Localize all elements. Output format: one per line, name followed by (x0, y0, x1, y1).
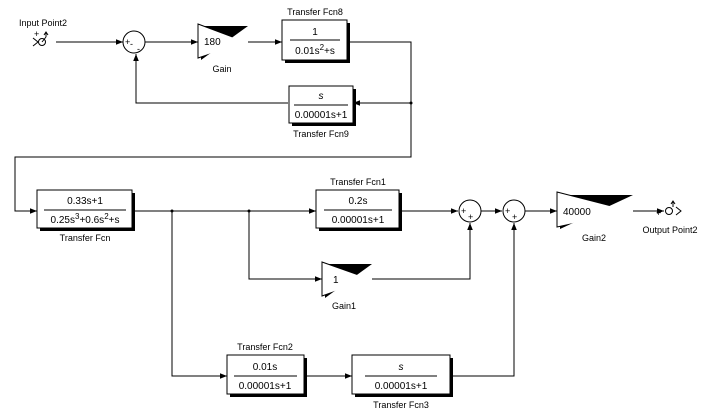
sum2-sign-bottom: + (468, 212, 473, 222)
tf2-denominator: 0.00001s+1 (239, 381, 292, 392)
outport-sign: + (656, 208, 661, 218)
tf3-numerator: s (399, 362, 404, 373)
tf3-label: Transfer Fcn3 (373, 400, 429, 410)
tf1-numerator: 0.2s (349, 196, 368, 207)
sum2-sign-in: + (461, 206, 466, 216)
tf-label: Transfer Fcn (60, 233, 111, 243)
inport-input-point2[interactable]: + Input Point2 (19, 18, 67, 47)
tf-box (36, 189, 133, 229)
gain1-block[interactable]: 1 Gain1 (321, 261, 372, 311)
tf3-denominator: 0.00001s+1 (375, 381, 428, 392)
tf9-label: Transfer Fcn9 (293, 129, 349, 139)
tf9-numerator: s (319, 91, 324, 102)
sum1-sign-fb: - (137, 44, 140, 54)
outport-label: Output Point2 (642, 225, 697, 235)
sum-circle (458, 199, 482, 223)
tf9-denominator: 0.00001s+1 (295, 110, 348, 121)
gain-shadow-mask (201, 26, 248, 60)
tf2-label: Transfer Fcn2 (237, 342, 293, 352)
inport-chevron-icon (32, 37, 39, 47)
sum3-sign-in: + (505, 206, 510, 216)
sum3-sign-bottom: + (512, 212, 517, 222)
branch-point (409, 101, 413, 105)
tf-numerator: 0.33s+1 (67, 196, 103, 207)
tf-denominator: 0.25s3+0.6s2+s (51, 212, 120, 226)
sum-block-1[interactable]: + - - (122, 30, 146, 54)
gain1-shadow-mask (325, 264, 372, 298)
tf8-denominator: 0.01s2+s (295, 43, 335, 57)
tf1-denominator: 0.00001s+1 (332, 215, 385, 226)
signal-lines (14, 39, 664, 379)
gain1-label: Gain1 (332, 301, 356, 311)
sum-block-2[interactable]: + + (458, 199, 482, 223)
gain2-shadow-mask (560, 195, 633, 229)
outport-output-point2[interactable]: + Output Point2 (642, 200, 698, 235)
inport-arrow-tail (41, 36, 47, 43)
gain2-label: Gain2 (582, 233, 606, 243)
transfer-fcn8-block[interactable]: Transfer Fcn8 1 0.01s2+s (281, 7, 350, 63)
sum-block-3[interactable]: + + (502, 199, 526, 223)
inport-arrow-icon (43, 31, 49, 37)
gain-value: 180 (204, 37, 221, 48)
tf8-numerator: 1 (312, 27, 318, 38)
line-to-gain1 (248, 211, 322, 282)
tf8-label: Transfer Fcn8 (287, 7, 343, 17)
line-tf9-to-sum1 (133, 54, 288, 104)
line-gain1-to-sum2 (370, 223, 473, 280)
inport-label: Input Point2 (19, 18, 67, 28)
sum-circle (502, 199, 526, 223)
line-tf8-to-branch (348, 41, 412, 103)
line-to-tf2 (171, 211, 227, 379)
tf1-box (315, 189, 400, 229)
sum1-sign-in: + (125, 37, 130, 47)
line-branch-to-tf (14, 103, 412, 214)
tf1-label: Transfer Fcn1 (330, 177, 386, 187)
transfer-fcn1-block[interactable]: Transfer Fcn1 0.2s 0.00001s+1 (315, 177, 402, 231)
transfer-fcn-block[interactable]: 0.33s+1 0.25s3+0.6s2+s Transfer Fcn (36, 189, 135, 243)
gain2-value: 40000 (563, 207, 591, 218)
inport-sign: + (34, 29, 39, 39)
tf2-box (226, 354, 305, 395)
line-tf3-to-sum3 (451, 223, 517, 377)
transfer-fcn2-block[interactable]: Transfer Fcn2 0.01s 0.00001s+1 (226, 342, 307, 397)
outport-chevron-icon (675, 206, 682, 216)
transfer-fcn3-block[interactable]: s 0.00001s+1 Transfer Fcn3 (351, 354, 453, 410)
branch-point (170, 209, 174, 213)
outport-circle-icon (665, 207, 673, 215)
gain-block[interactable]: 180 Gain (197, 23, 248, 74)
sum-circle (122, 30, 146, 54)
outport-arrow-icon (670, 200, 676, 207)
gain2-block[interactable]: 40000 Gain2 (556, 191, 633, 243)
transfer-fcn9-block[interactable]: s 0.00001s+1 Transfer Fcn9 (288, 85, 356, 139)
tf2-numerator: 0.01s (253, 362, 277, 373)
tf3-box (351, 354, 451, 395)
branch-point (247, 209, 251, 213)
gain-label: Gain (212, 64, 231, 74)
gain1-value: 1 (333, 275, 339, 286)
sum1-sign-mid: - (130, 39, 133, 49)
